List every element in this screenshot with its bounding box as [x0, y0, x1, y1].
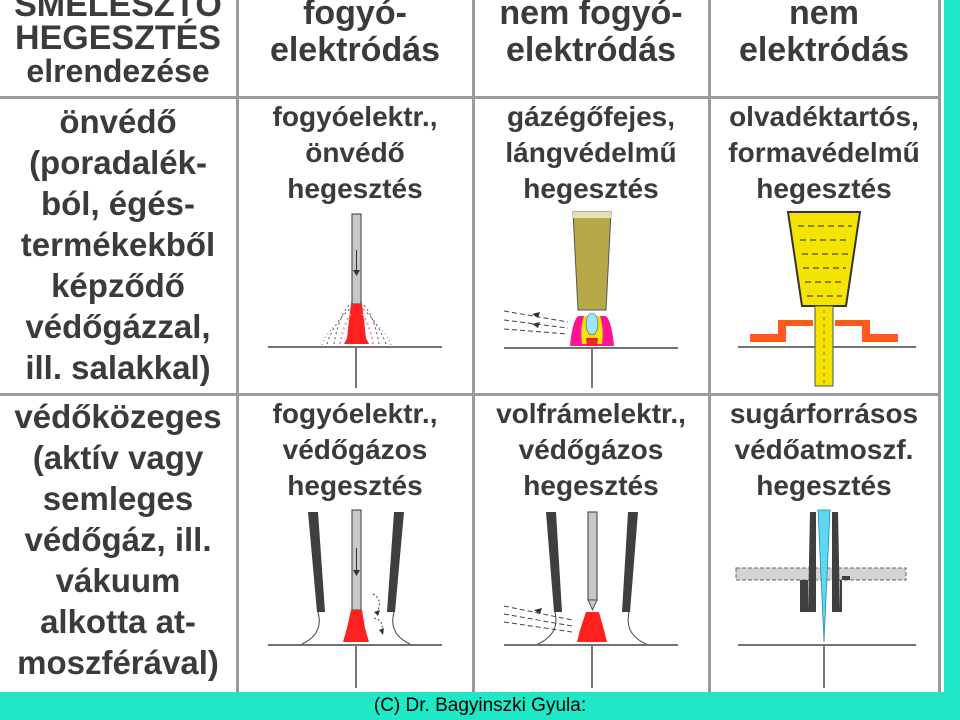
row1-label-line-7: ill. salakkal) — [25, 349, 211, 386]
header-no-electrode: nem elektródás — [710, 0, 938, 67]
row2-label-line-1: védőközeges — [14, 398, 222, 435]
cell-r2c2-line-2: védőgázos — [518, 434, 664, 465]
figure-beam-source — [735, 509, 916, 688]
cell-r1c2-line-3: hegesztés — [523, 173, 659, 204]
cell-r2c1-line-1: fogyóelektr., — [272, 398, 438, 429]
cell-r2c1-line-2: védőgázos — [282, 434, 428, 465]
row1-label-line-1: önvédő — [59, 103, 177, 140]
cell-r2c1-title: fogyóelektr., védőgázos hegesztés — [238, 396, 472, 504]
cell-r1c1-line-3: hegesztés — [287, 173, 423, 204]
grid-vline-1 — [236, 0, 239, 692]
header-consumable-line-2: elektródás — [269, 31, 441, 69]
header-arrangement-line-2: HEGESZTÉS — [15, 19, 221, 57]
cell-r2c2-line-1: volfrámelektr., — [496, 398, 686, 429]
cell-r1c3-line-2: formavédelmű — [728, 137, 920, 168]
cell-r2c3-line-2: védőatmoszf. — [734, 434, 914, 465]
cell-r1c3-title: olvadéktartós, formavédelmű hegesztés — [710, 99, 938, 207]
row1-label-line-2: (poradalék- — [29, 144, 207, 181]
row2-label-line-5: vákuum — [55, 562, 181, 599]
grid-hline-2 — [0, 393, 940, 396]
row2-label-line-4: védőgáz, ill. — [24, 521, 212, 558]
row1-label-line-4: termékekből — [20, 226, 216, 263]
cell-r1c2-line-1: gázégőfejes, — [506, 101, 676, 132]
row1-label-line-3: ból, égés- — [40, 185, 196, 222]
row2-label-line-6: alkotta at- — [40, 603, 196, 640]
row1-label-line-5: képződő — [51, 267, 185, 304]
row1-label-line-6: védőgázzal, — [25, 308, 211, 345]
cell-r2c3-line-3: hegesztés — [756, 470, 892, 501]
cell-r1c1-line-2: önvédő — [305, 137, 405, 168]
row2-label-line-3: semleges — [42, 480, 194, 517]
footer-bar: (C) Dr. Bagyinszki Gyula: — [0, 692, 960, 720]
row2-label-line-7: moszférával) — [17, 644, 219, 681]
cell-r1c1-title: fogyóelektr., önvédő hegesztés — [238, 99, 472, 207]
figure-tungsten-gas-shielded — [503, 511, 678, 688]
header-non-consumable-line-1: nem fogyó- — [499, 0, 683, 32]
header-consumable-line-1: fogyó- — [303, 0, 407, 32]
row-label-self-shielded: önvédő (poradalék- ból, égés- termékekbő… — [0, 101, 236, 388]
cell-r2c3-line-1: sugárforrásos — [729, 398, 919, 429]
cell-r2c2-line-3: hegesztés — [523, 470, 659, 501]
grid-vline-4 — [938, 0, 941, 692]
figure-melt-container-mould — [738, 211, 916, 387]
grid-hline-1 — [0, 96, 940, 99]
right-frame-strip — [944, 0, 960, 692]
row2-label-line-2: (aktív vagy — [32, 439, 204, 476]
figure-self-shielded-consumable — [268, 213, 442, 388]
cell-r1c3-line-3: hegesztés — [756, 173, 892, 204]
cell-r1c1-line-1: fogyóelektr., — [272, 101, 438, 132]
figure-gas-torch-flame — [503, 211, 678, 388]
cell-r1c3-line-1: olvadéktartós, — [729, 101, 919, 132]
header-arrangement: SMELESZTŐ HEGESZTÉS elrendezése — [0, 0, 236, 88]
figure-gas-shielded-consumable — [268, 509, 442, 688]
header-non-consumable-line-2: elektródás — [505, 31, 677, 69]
slide-canvas: SMELESZTŐ HEGESZTÉS elrendezése fogyó- e… — [0, 0, 941, 692]
cell-r1c2-line-2: lángvédelmű — [505, 137, 677, 168]
row-label-shielding-medium: védőközeges (aktív vagy semleges védőgáz… — [0, 396, 236, 683]
cell-r1c2-title: gázégőfejes, lángvédelmű hegesztés — [474, 99, 708, 207]
cell-r2c1-line-3: hegesztés — [287, 470, 423, 501]
grid-vline-3 — [708, 0, 711, 692]
header-arrangement-line-3: elrendezése — [26, 53, 210, 89]
footer-credit: (C) Dr. Bagyinszki Gyula: — [373, 695, 587, 716]
header-consumable: fogyó- elektródás — [238, 0, 472, 67]
header-non-consumable: nem fogyó- elektródás — [474, 0, 708, 67]
header-no-electrode-line-1: nem — [789, 0, 859, 32]
grid-vline-2 — [472, 0, 475, 692]
cell-r2c2-title: volfrámelektr., védőgázos hegesztés — [474, 396, 708, 504]
header-arrangement-line-1: SMELESZTŐ — [14, 0, 222, 24]
cell-r2c3-title: sugárforrásos védőatmoszf. hegesztés — [710, 396, 938, 504]
header-no-electrode-line-2: elektródás — [738, 31, 910, 69]
